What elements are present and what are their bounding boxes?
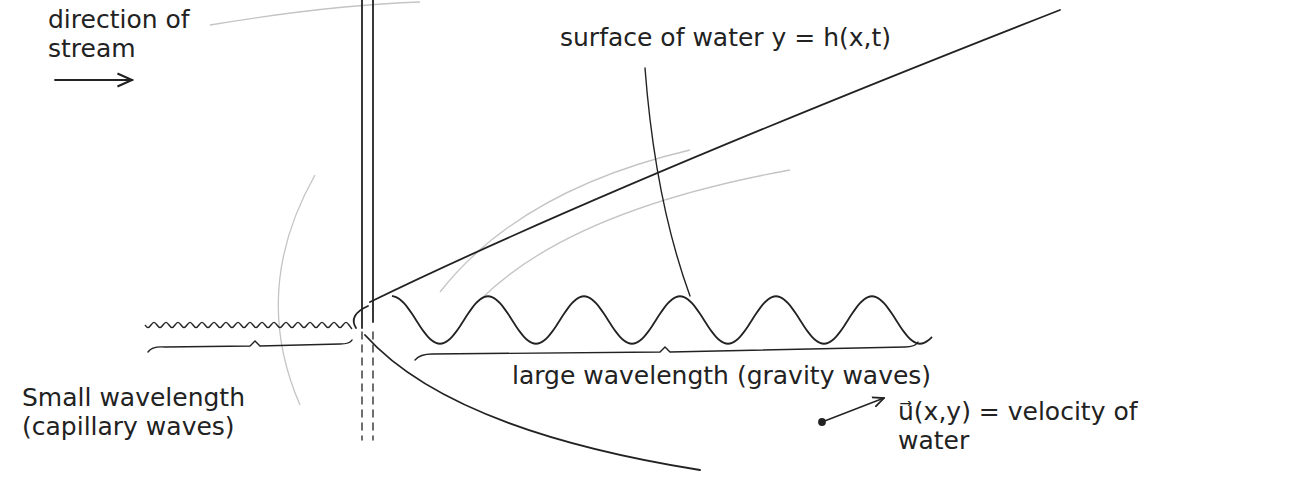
faint-arc <box>210 2 420 25</box>
wake-line <box>365 335 700 470</box>
stick-underwater <box>361 332 362 440</box>
stick-underwater <box>372 332 373 440</box>
annotation-label: large wavelength (gravity waves) <box>512 362 931 391</box>
gravity-wave <box>392 296 932 344</box>
water-surface <box>145 296 932 344</box>
velocity-arrow <box>822 398 884 422</box>
wake-line <box>370 10 1060 302</box>
leader-line <box>645 68 690 296</box>
wavelength-bracket <box>415 342 918 360</box>
annotation-label: Small wavelength (capillary waves) <box>22 384 272 442</box>
annotation-label: direction of stream <box>48 6 218 64</box>
wavelength-bracket <box>148 340 352 352</box>
faint-arc <box>440 150 690 292</box>
stick-edge <box>372 0 374 322</box>
faint-arc <box>480 170 790 300</box>
wake-line <box>354 306 368 328</box>
annotation-label: surface of water y = h(x,t) <box>560 24 891 53</box>
faint-arc <box>278 175 315 405</box>
annotation-label: u⃗(x,y) = velocity of water <box>898 398 1168 456</box>
stream-arrow <box>55 79 132 81</box>
stick-edge <box>361 0 363 328</box>
capillary-wave <box>145 322 352 329</box>
